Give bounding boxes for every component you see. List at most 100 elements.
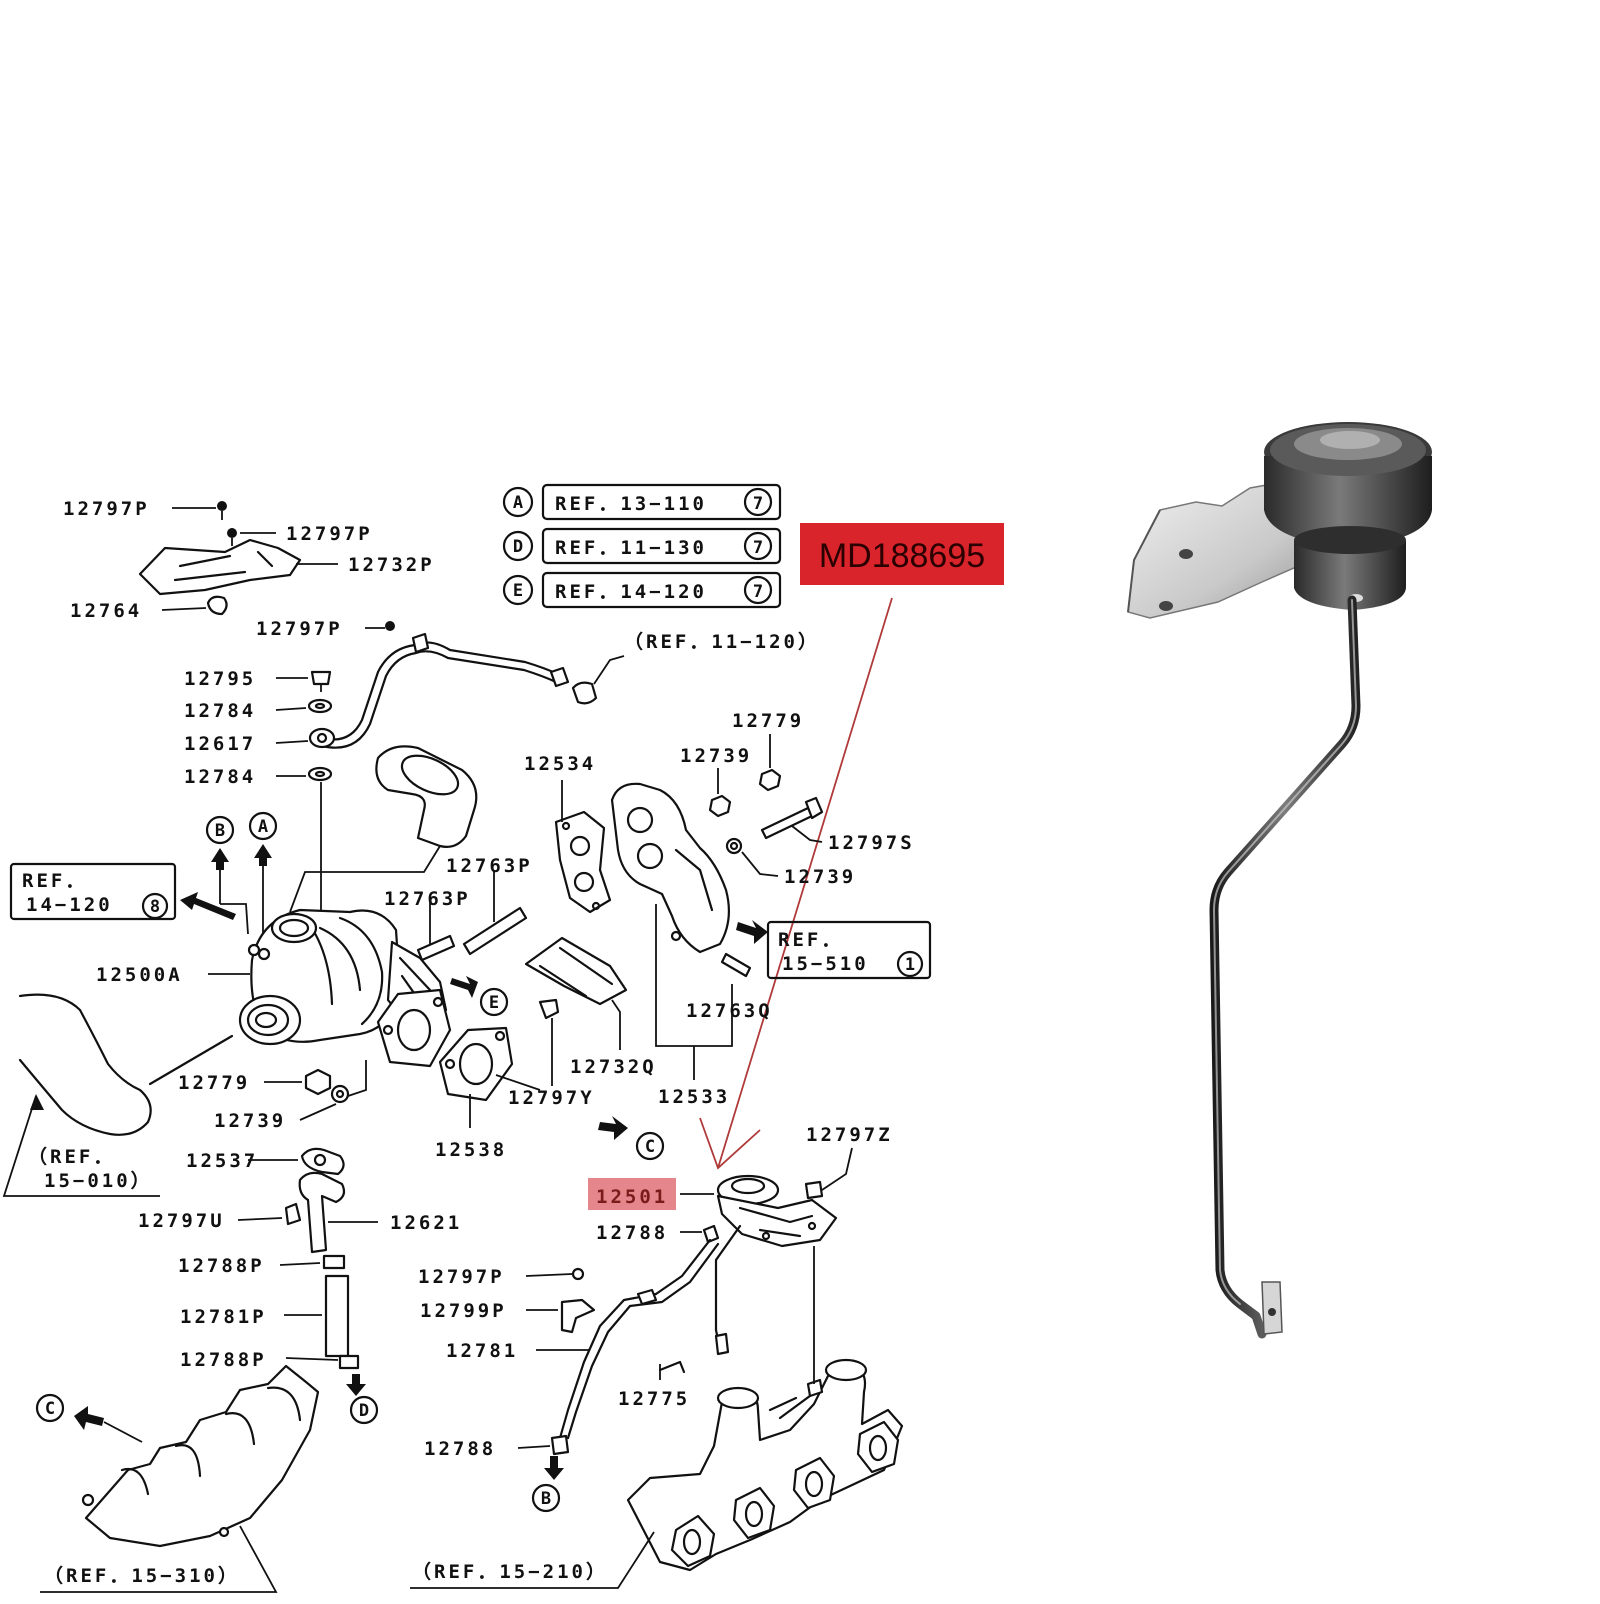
- marker-b-top: B: [205, 815, 249, 935]
- ref-box-14-120[interactable]: REF． 14−120 8: [9, 862, 177, 921]
- label-12764: 12764: [70, 600, 142, 622]
- svg-text:A: A: [258, 817, 268, 837]
- svg-text:REF．: REF．: [778, 929, 843, 951]
- svg-text:E: E: [489, 993, 499, 1013]
- main-part-number: MD188695: [819, 537, 985, 575]
- label-12784-1: 12784: [184, 700, 256, 722]
- label-12779-2: 12779: [178, 1072, 250, 1094]
- ref-note-15-010-b: 15−010）: [44, 1169, 153, 1192]
- oil-return-gasket: [300, 1147, 345, 1176]
- exhaust-manifold-shield: [81, 1364, 320, 1548]
- label-12788p-2: 12788P: [180, 1349, 267, 1371]
- oil-return-pipe: [284, 1171, 346, 1254]
- label-12739-3: 12739: [214, 1110, 286, 1132]
- label-12538: 12538: [435, 1139, 507, 1161]
- turbo-outlet-gaskets: [376, 988, 514, 1102]
- ref-legend: A REF．13−110 7 D REF．11−130 7 E REF．14−1…: [502, 483, 782, 609]
- label-12797s: 12797S: [828, 832, 915, 854]
- ref-legend-text-a: REF．13−110: [555, 493, 707, 515]
- label-12732q: 12732Q: [570, 1056, 657, 1078]
- label-12533: 12533: [658, 1086, 730, 1108]
- svg-text:D: D: [359, 1401, 369, 1421]
- svg-text:14−120: 14−120: [26, 894, 113, 916]
- label-12797p-4: 12797P: [418, 1266, 505, 1288]
- ref-legend-num-e: 7: [753, 582, 763, 602]
- label-12732p: 12732P: [348, 554, 435, 576]
- heat-shield-bracket: [138, 501, 302, 616]
- callout-leader-line: [717, 597, 893, 1169]
- nut-12779-lower: [304, 1068, 332, 1096]
- label-12621: 12621: [390, 1212, 462, 1234]
- label-12739-2: 12739: [784, 866, 856, 888]
- label-12797p-2: 12797P: [286, 523, 373, 545]
- studs-12763p: [416, 906, 528, 962]
- arrow-to-ref-15-510: [736, 920, 768, 944]
- label-12797u: 12797U: [138, 1210, 225, 1232]
- label-12763q: 12763Q: [686, 1000, 773, 1022]
- stud-12763q: [720, 952, 752, 978]
- main-part-callout[interactable]: MD188695: [800, 523, 1004, 585]
- marker-d: D: [346, 1374, 379, 1425]
- label-12788p-1: 12788P: [178, 1255, 265, 1277]
- marker-b-bottom: B: [531, 1456, 564, 1513]
- ref-legend-row-e[interactable]: E REF．14−120 7: [502, 571, 782, 609]
- label-12617: 12617: [184, 733, 256, 755]
- arrow-to-ref-14-120: [180, 892, 236, 920]
- label-12501: 12501: [596, 1186, 668, 1208]
- exhaust-manifold: [610, 782, 731, 954]
- label-12537: 12537: [186, 1150, 258, 1172]
- oil-feed-pipe: [320, 621, 598, 749]
- svg-text:B: B: [215, 821, 225, 841]
- ref-legend-row-d[interactable]: D REF．11−130 7: [502, 527, 782, 565]
- intake-pipe-left: [18, 993, 234, 1136]
- ref-legend-row-a[interactable]: A REF．13−110 7: [502, 483, 782, 521]
- label-12781p: 12781P: [180, 1306, 267, 1328]
- svg-text:C: C: [645, 1137, 655, 1157]
- ref-note-15-010-a: （REF．: [28, 1145, 115, 1168]
- ref-letter-d: D: [513, 537, 523, 557]
- label-12500a: 12500A: [96, 964, 183, 986]
- svg-text:1: 1: [905, 955, 915, 975]
- ref-legend-text-e: REF．14−120: [555, 581, 707, 603]
- marker-a-top: A: [248, 811, 278, 936]
- ref-box-15-510[interactable]: REF． 15−510 1: [766, 920, 932, 980]
- marker-c-left: C: [35, 1393, 104, 1430]
- ref-note-11-120: （REF．11−120）: [624, 630, 820, 653]
- label-12795: 12795: [184, 668, 256, 690]
- callout-arrowhead: [699, 1117, 761, 1170]
- vacuum-hose: [550, 1224, 720, 1456]
- label-12797z: 12797Z: [806, 1124, 893, 1146]
- wastegate-actuator-photo[interactable]: [1127, 422, 1432, 1339]
- intake-hose: [375, 745, 478, 848]
- nut-12739-upper: [708, 794, 732, 818]
- heat-protector-12732q: [524, 936, 628, 1006]
- washer-12739: [725, 837, 743, 855]
- label-12797y: 12797Y: [508, 1087, 595, 1109]
- ref-legend-num-a: 7: [753, 494, 763, 514]
- ref-legend-text-d: REF．11−130: [555, 537, 707, 559]
- label-12797p-3: 12797P: [256, 618, 343, 640]
- ref-note-15-210: （REF．15−210）: [412, 1560, 608, 1583]
- ref-letter-e: E: [513, 581, 523, 601]
- bolt-12797z: [804, 1180, 824, 1200]
- svg-text:C: C: [45, 1399, 55, 1419]
- highlight-12501: [588, 1178, 676, 1210]
- label-12781: 12781: [446, 1340, 518, 1362]
- svg-text:B: B: [541, 1489, 551, 1509]
- wastegate-actuator-diagram[interactable]: [714, 1174, 838, 1356]
- intake-manifold: [626, 1358, 904, 1572]
- svg-text:15−510: 15−510: [782, 953, 869, 975]
- marker-e: E: [450, 976, 509, 1017]
- label-12788-2: 12788: [424, 1438, 496, 1460]
- label-12784-2: 12784: [184, 766, 256, 788]
- label-12788-1: 12788: [596, 1222, 668, 1244]
- label-12799p: 12799P: [420, 1300, 507, 1322]
- bolt-12797s: [760, 796, 824, 840]
- label-12763p-2: 12763P: [384, 888, 471, 910]
- ref-note-15-310: （REF．15−310）: [44, 1564, 240, 1587]
- ref-legend-num-d: 7: [753, 538, 763, 558]
- label-12779-1: 12779: [732, 710, 804, 732]
- bracket-12799p: [560, 1267, 596, 1334]
- label-12763p-1: 12763P: [446, 855, 533, 877]
- svg-text:REF．: REF．: [22, 870, 87, 892]
